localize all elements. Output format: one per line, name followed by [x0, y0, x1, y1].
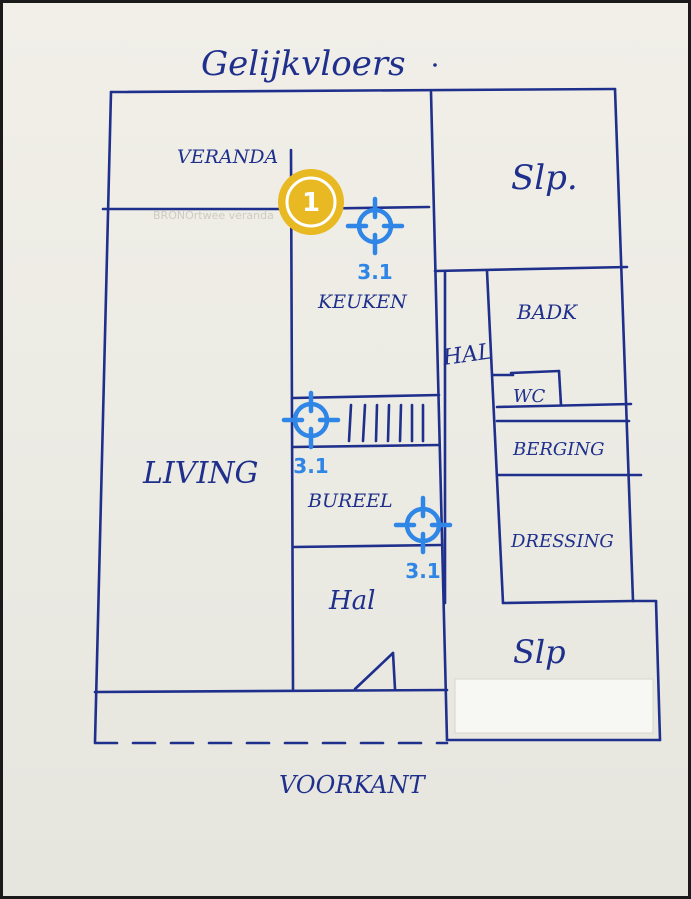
room-hal-bottom: Hal: [328, 586, 376, 616]
plan-walls: [93, 87, 662, 745]
floor-plan: Gelijkvloers: [93, 44, 662, 799]
room-veranda: VERANDA: [177, 146, 278, 168]
target-marker[interactable]: 3.1: [345, 196, 405, 284]
target-marker[interactable]: 3.1: [281, 390, 341, 478]
room-hal-center: HAL: [440, 339, 494, 371]
room-dressing: DRESSING: [510, 531, 614, 552]
target-marker[interactable]: 3.1: [393, 495, 453, 583]
room-slp-bottom: Slp: [513, 633, 566, 671]
room-badk: BADK: [516, 300, 578, 324]
room-keuken: KEUKEN: [317, 291, 408, 313]
footer-label: VOORKANT: [279, 771, 427, 799]
paper-strip: [454, 678, 654, 734]
plan-title: Gelijkvloers: [201, 44, 406, 84]
room-wc: WC: [513, 386, 546, 407]
room-bureel: BUREEL: [307, 490, 393, 512]
room-berging: BERGING: [512, 439, 605, 460]
badge-1[interactable]: 1: [278, 169, 344, 235]
room-living: LIVING: [142, 456, 259, 491]
badge-number: 1: [302, 188, 320, 218]
room-slp-top: Slp.: [511, 158, 578, 198]
marker-label: 3.1: [357, 260, 392, 284]
marker-label: 3.1: [405, 559, 440, 583]
paper-sheet: Gelijkvloers: [3, 3, 688, 896]
show-through-text: BRONOrtwee veranda: [153, 209, 274, 222]
marker-label: 3.1: [293, 454, 328, 478]
